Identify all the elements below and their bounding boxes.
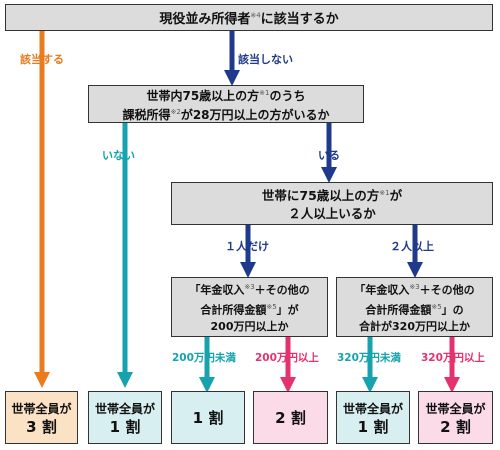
label-none: いない [102, 149, 135, 162]
label-one: １人だけ [225, 240, 269, 253]
question-elderly-count: 世帯に75歳以上の方※1が ２人以上いるか [171, 182, 493, 225]
result5-line1: 世帯全員が [342, 401, 403, 416]
q5-line1b: ＋その他の [419, 284, 475, 297]
q5-line3: 合計が320万円以上か [359, 319, 470, 333]
result4-line1: 2 割 [275, 409, 306, 427]
q2-note1: ※1 [259, 89, 270, 97]
q1-text2: に該当するか [260, 12, 339, 27]
q3-note1: ※1 [379, 189, 390, 198]
result3-line1: 1 割 [192, 409, 224, 427]
q4-note2: ※5 [266, 303, 277, 311]
q4-line2b: 」が [276, 303, 299, 317]
label-over320: 320万円以上 [421, 352, 485, 364]
result2-line1: 世帯全員が [94, 401, 155, 416]
result-two-tenths-all: 世帯全員が 2 割 [418, 391, 493, 444]
q2-line2b: が28万円以上の方がいるか [180, 108, 330, 122]
result-two-tenths: 2 割 [253, 391, 328, 444]
question-income-200: 「年金収入※3＋その他の 合計所得金額※5」が 200万円以上か [171, 277, 328, 337]
result1-line2: 3 割 [26, 417, 57, 436]
q1-text: 現役並み所得者 [159, 12, 251, 27]
result2-line2: 1 割 [109, 417, 141, 436]
result-one-tenth-all-a: 世帯全員が 1 割 [88, 391, 162, 444]
label-under320: 320万円未満 [337, 352, 401, 364]
q5-note1: ※3 [409, 283, 420, 292]
result-one-tenth-all-b: 世帯全員が 1 割 [336, 391, 410, 444]
result6-line2: 2 割 [440, 417, 471, 436]
label-not-applies: 該当しない [238, 53, 293, 66]
result-one-tenth: 1 割 [171, 391, 245, 444]
result1-line1: 世帯全員が [11, 401, 72, 416]
label-under200: 200万円未満 [172, 352, 236, 364]
q3-line1a: 世帯に75歳以上の方 [261, 188, 380, 204]
q2-note2: ※2 [170, 108, 181, 116]
q4-line1a: 「年金収入 [189, 284, 245, 297]
q5-line2b: 」の [441, 303, 464, 317]
q3-line1b: が [389, 188, 403, 204]
label-applies: 該当する [20, 53, 64, 66]
label-yes: いる [318, 149, 340, 162]
label-two-plus: ２人以上 [390, 240, 434, 253]
q5-line2a: 合計所得金額 [365, 303, 432, 317]
q4-line3: 200万円以上か [210, 319, 289, 333]
label-over200: 200万円以上 [255, 352, 319, 364]
q2-line2a: 課税所得 [122, 108, 171, 122]
question-active-income: 現役並み所得者※4に該当するか [5, 4, 493, 31]
result-three-tenths-all: 世帯全員が 3 割 [5, 391, 78, 444]
q4-line2a: 合計所得金額 [200, 303, 267, 317]
q2-line1b: のうち [269, 89, 306, 103]
result6-line1: 世帯全員が [425, 401, 486, 416]
q3-line2: ２人以上いるか [288, 205, 376, 221]
q5-line1a: 「年金収入 [354, 284, 410, 297]
q4-line1b: ＋その他の [254, 284, 310, 297]
question-income-320: 「年金収入※3＋その他の 合計所得金額※5」の 合計が320万円以上か [336, 277, 493, 337]
question-taxable-income: 世帯内75歳以上の方※1のうち 課税所得※2が28万円以上の方がいるか [88, 85, 364, 123]
q5-note2: ※5 [431, 303, 442, 311]
q2-line1a: 世帯内75歳以上の方 [146, 89, 260, 103]
result5-line2: 1 割 [357, 417, 389, 436]
q1-note: ※4 [250, 11, 261, 20]
q4-note1: ※3 [244, 283, 255, 292]
